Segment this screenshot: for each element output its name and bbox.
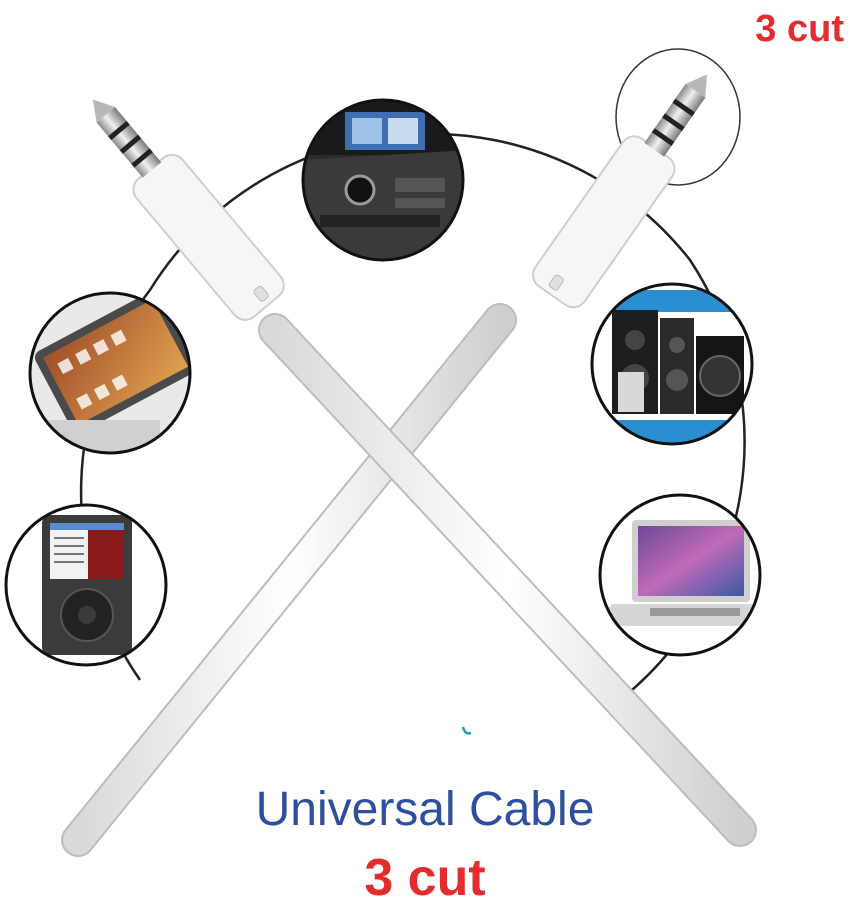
- bottom-cut-label: 3 cut: [364, 849, 486, 907]
- top-cut-label: 3 cut: [755, 8, 844, 50]
- decorative-mark: [461, 726, 472, 735]
- highlight-circle: [615, 48, 741, 186]
- music-player-icon: [4, 503, 168, 667]
- smartphone-icon: [28, 291, 192, 455]
- audio-cable-left: [92, 99, 757, 847]
- car-dashboard-icon: [301, 98, 465, 262]
- laptop-icon: [598, 493, 762, 657]
- speaker-system-icon: [590, 282, 754, 446]
- audio-cable-right: [61, 74, 707, 857]
- headline-title: Universal Cable: [255, 783, 595, 836]
